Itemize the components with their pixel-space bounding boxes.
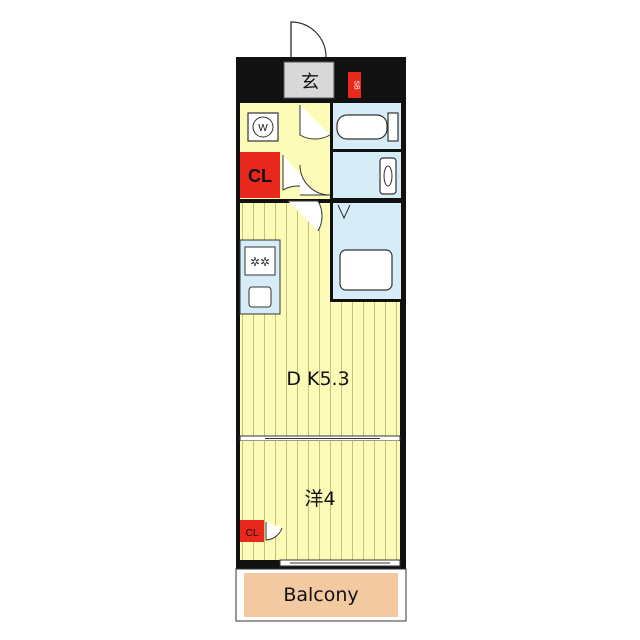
sliding-door-icon [279, 559, 401, 567]
bathtub-icon [339, 249, 393, 291]
shoe-box [348, 72, 361, 98]
sliding-door-icon [239, 435, 401, 442]
stove-icon: ✲✲ [244, 246, 276, 276]
sink-icon [379, 157, 397, 195]
entrance-floor [283, 61, 335, 99]
balcony-label: Balcony [283, 584, 358, 606]
washer-icon: W [247, 112, 279, 142]
door-swing-icon [288, 200, 323, 232]
toilet-icon [336, 112, 399, 142]
closet-small [240, 520, 264, 542]
closet-small-label: CL [246, 528, 259, 539]
shoe-box-label: SB [353, 80, 360, 90]
closet-large [240, 152, 280, 198]
svg-text:✲✲: ✲✲ [250, 255, 270, 269]
balcony-deck [244, 573, 398, 617]
entrance-label: 玄 [301, 72, 319, 93]
dining-kitchen-label: D K5.3 [286, 368, 349, 390]
door-swing-icon [290, 21, 327, 58]
western-room-label: 洋4 [304, 488, 335, 510]
door-swing-icon [282, 105, 331, 196]
door-swing-icon [265, 522, 283, 541]
closet-large-label: CL [248, 166, 272, 186]
kitchen-sink-icon [248, 286, 272, 308]
svg-text:W: W [258, 123, 268, 134]
